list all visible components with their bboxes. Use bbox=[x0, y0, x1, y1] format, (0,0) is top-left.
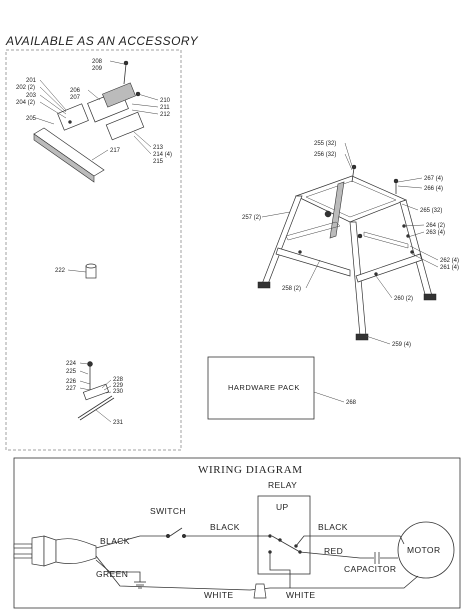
label-212: 212 bbox=[160, 112, 171, 118]
relay-label: RELAY bbox=[268, 480, 297, 490]
label-202: 202 (2) bbox=[16, 85, 35, 91]
label-206: 206 bbox=[70, 88, 81, 94]
stand-leader-lines bbox=[261, 142, 439, 403]
capacitor-label: CAPACITOR bbox=[344, 564, 396, 574]
wire-label-black-plug: BLACK bbox=[100, 536, 130, 546]
clamp-assembly bbox=[77, 361, 115, 421]
label-258: 258 (2) bbox=[282, 286, 301, 292]
label-267: 267 (4) bbox=[424, 176, 443, 182]
label-261: 261 (4) bbox=[440, 265, 459, 271]
stand-labels: 255 (32) 256 (32) 257 (2) 258 (2) 259 (4… bbox=[242, 141, 459, 406]
relay-up-label: UP bbox=[276, 502, 289, 512]
label-207: 207 bbox=[70, 95, 81, 101]
saw-stand bbox=[257, 164, 437, 341]
relay-contacts bbox=[268, 534, 302, 554]
wire-label-green: GREEN bbox=[96, 569, 128, 579]
label-259: 259 (4) bbox=[392, 342, 411, 348]
label-227: 227 bbox=[66, 386, 77, 392]
label-210: 210 bbox=[160, 98, 171, 104]
label-222: 222 bbox=[55, 268, 66, 274]
label-204: 204 (2) bbox=[16, 100, 35, 106]
label-230: 230 bbox=[113, 389, 124, 395]
label-257: 257 (2) bbox=[242, 215, 261, 221]
label-260: 260 (2) bbox=[394, 296, 413, 302]
label-264: 264 (2) bbox=[426, 223, 445, 229]
label-217: 217 bbox=[110, 148, 121, 154]
wiring-diagram-border bbox=[13, 457, 461, 609]
label-266: 266 (4) bbox=[424, 186, 443, 192]
motor-label: MOTOR bbox=[407, 545, 440, 555]
switch-label: SWITCH bbox=[150, 506, 186, 516]
wiring-title: WIRING DIAGRAM bbox=[198, 464, 303, 476]
label-231: 231 bbox=[113, 420, 124, 426]
wire-label-black-motor: BLACK bbox=[318, 522, 348, 532]
motor-symbol bbox=[397, 521, 455, 579]
hardware-pack-label: HARDWARE PACK bbox=[228, 383, 300, 392]
label-208: 208 bbox=[92, 59, 103, 65]
wire-label-white-2: WHITE bbox=[286, 590, 315, 600]
label-229: 229 bbox=[113, 383, 124, 389]
label-265: 265 (32) bbox=[420, 208, 442, 214]
relay-box bbox=[257, 495, 311, 575]
label-203: 203 bbox=[26, 93, 37, 99]
accessory-labels: 201 202 (2) 203 204 (2) 205 206 207 208 … bbox=[16, 59, 172, 426]
hardware-pack-box bbox=[207, 356, 315, 420]
label-262: 262 (4) bbox=[440, 258, 459, 264]
label-228: 228 bbox=[113, 377, 124, 383]
power-plug-icon bbox=[13, 535, 97, 567]
accessory-title: AVAILABLE AS AN ACCESSORY bbox=[5, 34, 199, 48]
label-268: 268 bbox=[346, 400, 357, 406]
label-255: 255 (32) bbox=[314, 141, 336, 147]
fence-guide-assembly bbox=[57, 60, 145, 141]
label-201: 201 bbox=[26, 78, 37, 84]
label-215: 215 bbox=[153, 159, 164, 165]
wiring-lines bbox=[95, 527, 419, 599]
label-225: 225 bbox=[66, 369, 77, 375]
label-256: 256 (32) bbox=[314, 152, 336, 158]
label-224: 224 bbox=[66, 361, 77, 367]
label-211: 211 bbox=[160, 105, 170, 111]
wire-label-black-switch: BLACK bbox=[210, 522, 240, 532]
wire-label-red: RED bbox=[324, 546, 343, 556]
accessory-leader-lines bbox=[35, 60, 159, 423]
guide-plate-217 bbox=[33, 127, 105, 183]
accessory-border bbox=[5, 49, 182, 451]
label-205: 205 bbox=[26, 116, 37, 122]
wire-label-white-1: WHITE bbox=[204, 590, 233, 600]
label-214: 214 (4) bbox=[153, 152, 172, 158]
label-213: 213 bbox=[153, 145, 164, 151]
label-263: 263 (4) bbox=[426, 230, 445, 236]
knob-222 bbox=[85, 263, 97, 279]
label-209: 209 bbox=[92, 66, 103, 72]
label-226: 226 bbox=[66, 379, 77, 385]
